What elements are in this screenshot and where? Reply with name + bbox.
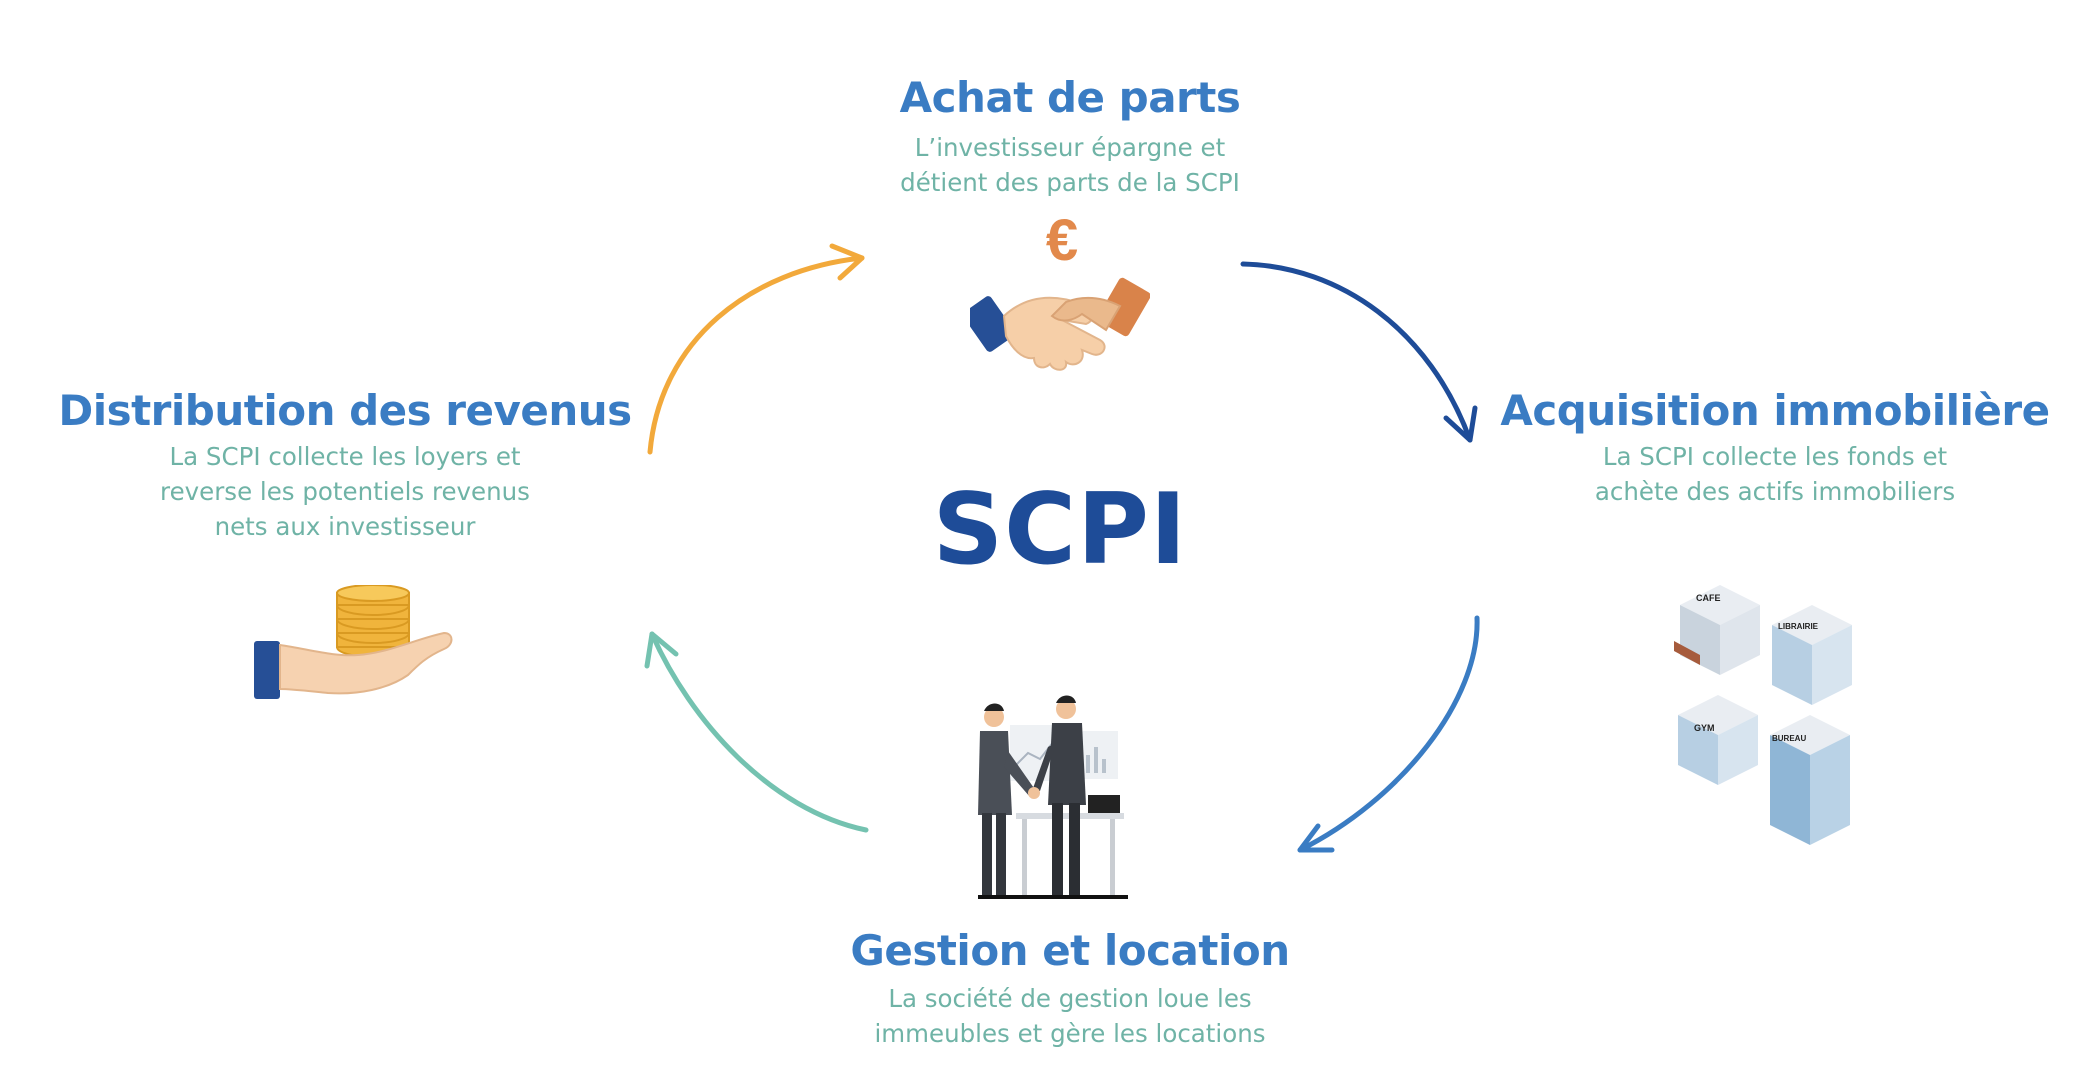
building-bureau: BUREAU <box>1770 715 1850 845</box>
arrow-achat-to-acquisition <box>1240 261 1478 443</box>
building-cafe: CAFE <box>1674 585 1760 675</box>
building-gym: GYM <box>1678 695 1758 785</box>
step-distribution-description-line: reverse les potentiels revenus <box>160 477 530 506</box>
sign-librairie: LIBRAIRIE <box>1778 622 1819 631</box>
building-librairie: LIBRAIRIE <box>1772 605 1852 705</box>
step-gestion-description-line: immeubles et gère les locations <box>874 1019 1266 1048</box>
step-acquisition-description-line: achète des actifs immobiliers <box>1594 477 1956 506</box>
step-gestion-description: La société de gestion loue les immeubles… <box>820 981 1320 1051</box>
step-gestion-title: Gestion et location <box>850 926 1290 975</box>
center-label: SCPI <box>932 473 1188 587</box>
step-gestion-description-line: La société de gestion loue les <box>888 984 1252 1013</box>
sign-cafe: CAFE <box>1696 593 1721 603</box>
step-achat-description: L’investisseur épargne et détient des pa… <box>800 130 1340 200</box>
step-achat-description-line: détient des parts de la SCPI <box>900 168 1240 197</box>
sign-gym: GYM <box>1694 723 1715 733</box>
step-distribution-description: La SCPI collecte les loyers et reverse l… <box>55 439 635 544</box>
step-distribution-description-line: La SCPI collecte les loyers et <box>169 442 521 471</box>
step-distribution-title: Distribution des revenus <box>58 386 632 435</box>
arrow-distribution-to-achat <box>647 243 865 455</box>
step-gestion: Gestion et location La société de gestio… <box>820 925 1320 1051</box>
euro-icon: € <box>1046 212 1078 273</box>
step-acquisition: Acquisition immobilière La SCPI collecte… <box>1490 385 2060 509</box>
step-achat: Achat de parts L’investisseur épargne et… <box>800 72 1340 200</box>
step-achat-title: Achat de parts <box>899 73 1241 122</box>
sign-bureau: BUREAU <box>1772 734 1806 743</box>
arrow-acquisition-to-gestion <box>1297 615 1480 853</box>
step-acquisition-description: La SCPI collecte les fonds et achète des… <box>1490 439 2060 509</box>
buildings-icon: CAFE LIBRAIRIE GYM BUREAU <box>1674 585 1852 845</box>
hand-coins-icon <box>254 585 453 699</box>
arrow-gestion-to-distribution <box>644 631 869 833</box>
step-distribution: Distribution des revenus La SCPI collect… <box>55 385 635 544</box>
handshake-euro-icon: € <box>970 212 1150 371</box>
step-acquisition-title: Acquisition immobilière <box>1500 386 2050 435</box>
step-achat-description-line: L’investisseur épargne et <box>914 133 1226 162</box>
businessmen-handshake-icon <box>978 695 1128 899</box>
step-acquisition-description-line: La SCPI collecte les fonds et <box>1602 442 1948 471</box>
step-distribution-description-line: nets aux investisseur <box>214 512 476 541</box>
